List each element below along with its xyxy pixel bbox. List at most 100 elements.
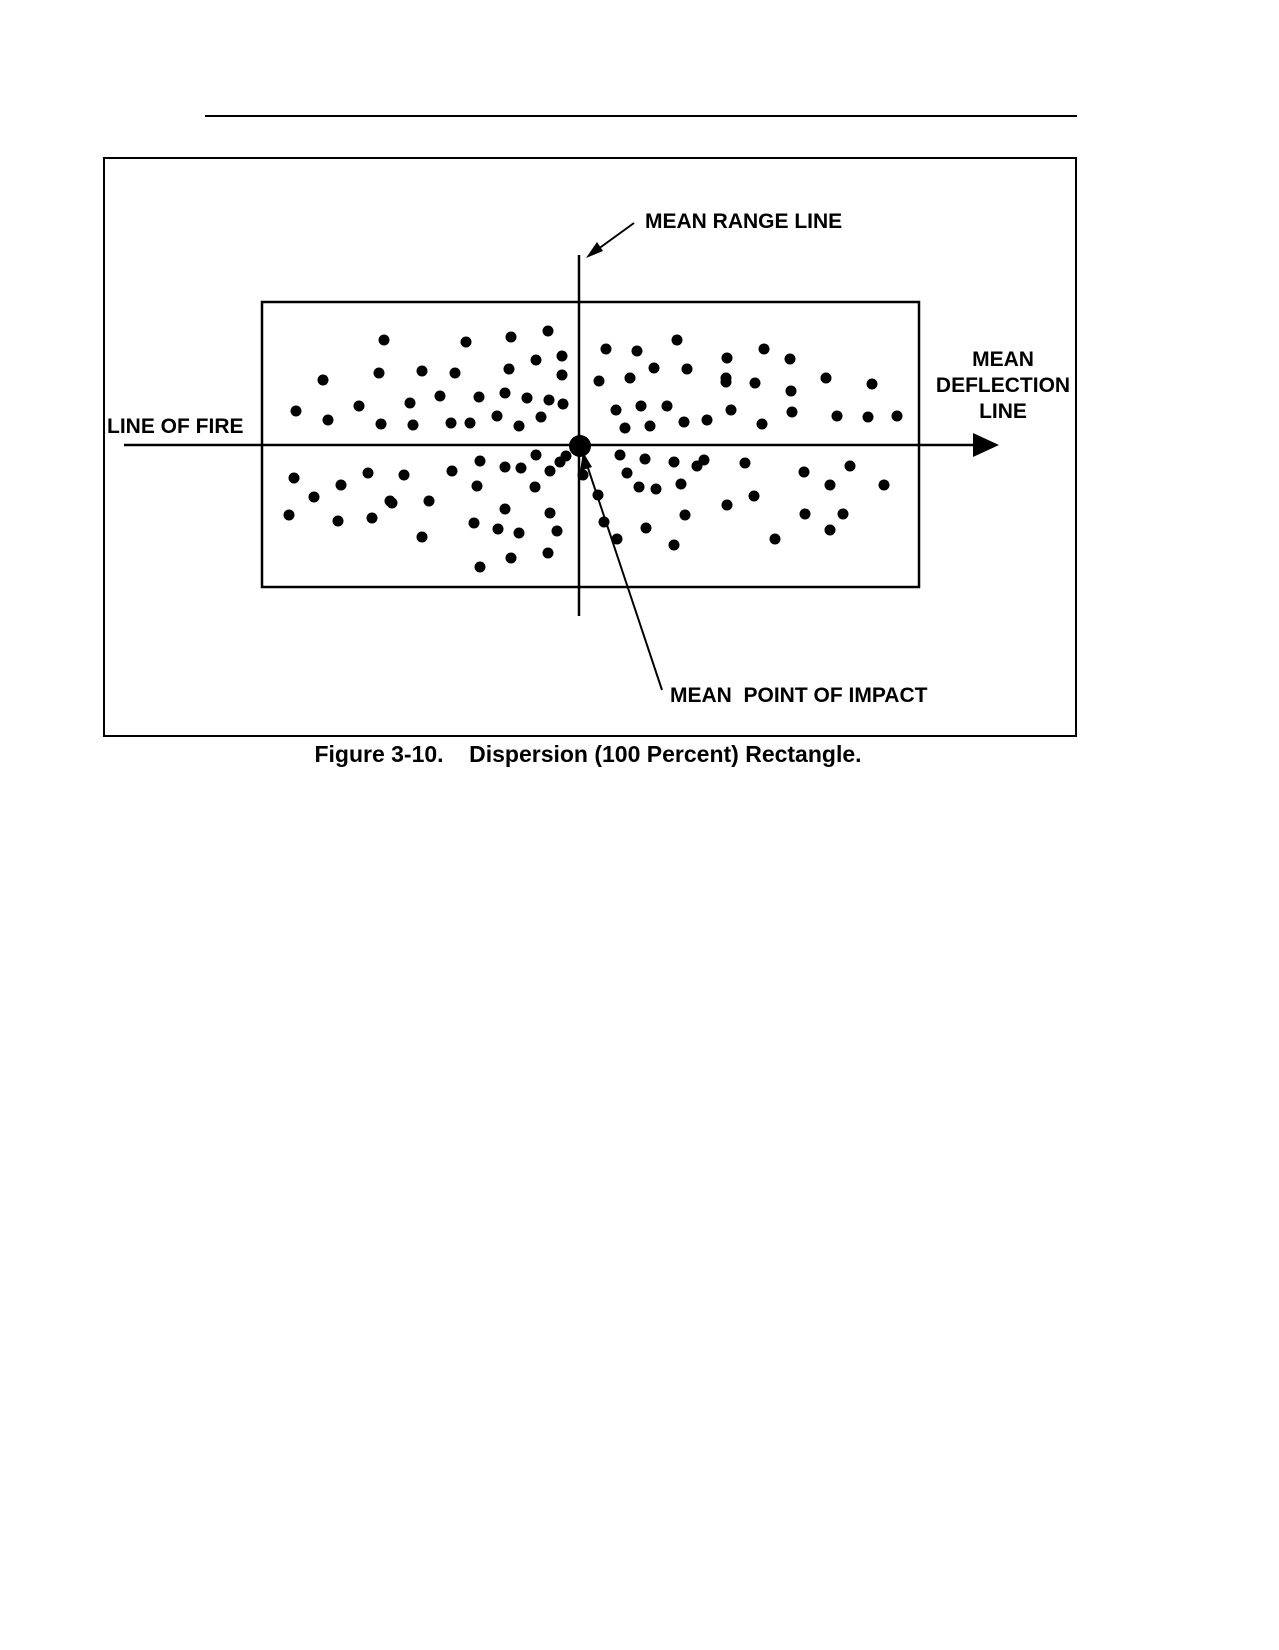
impact-point xyxy=(515,462,527,474)
impact-point xyxy=(679,509,691,521)
impact-point xyxy=(799,508,811,520)
impact-point xyxy=(784,353,796,365)
figure-caption: Figure 3-10. Dispersion (100 Percent) Re… xyxy=(314,741,861,767)
impact-points xyxy=(283,325,903,573)
impact-point xyxy=(631,345,643,357)
impact-point xyxy=(386,497,398,509)
impact-point xyxy=(698,454,710,466)
impact-point xyxy=(464,417,476,429)
impact-point xyxy=(542,325,554,337)
figure-frame xyxy=(103,157,1077,737)
impact-point xyxy=(449,367,461,379)
impact-point xyxy=(373,367,385,379)
mean-point-of-impact-leader-arrowhead xyxy=(580,452,592,471)
impact-point xyxy=(600,343,612,355)
mean-range-line-label: MEAN RANGE LINE xyxy=(645,210,842,233)
impact-point xyxy=(593,375,605,387)
impact-point xyxy=(530,354,542,366)
impact-point xyxy=(521,392,533,404)
impact-point xyxy=(290,405,302,417)
impact-point xyxy=(322,414,334,426)
impact-point xyxy=(423,495,435,507)
impact-point xyxy=(492,523,504,535)
impact-point xyxy=(283,509,295,521)
impact-point xyxy=(633,481,645,493)
impact-point xyxy=(785,385,797,397)
impact-point xyxy=(644,420,656,432)
impact-point xyxy=(749,377,761,389)
impact-point xyxy=(544,507,556,519)
impact-point xyxy=(560,450,572,462)
impact-point xyxy=(317,374,329,386)
impact-point xyxy=(530,449,542,461)
impact-point xyxy=(681,363,693,375)
line-of-fire-label: LINE OF FIRE xyxy=(107,415,244,438)
impact-point xyxy=(474,455,486,467)
impact-point xyxy=(445,417,457,429)
impact-point xyxy=(499,461,511,473)
impact-point xyxy=(624,372,636,384)
impact-point xyxy=(756,418,768,430)
impact-point xyxy=(671,334,683,346)
impact-point xyxy=(407,419,419,431)
impact-point xyxy=(505,331,517,343)
impact-point xyxy=(535,411,547,423)
impact-point xyxy=(721,352,733,364)
impact-point xyxy=(614,449,626,461)
impact-point xyxy=(668,539,680,551)
mean-point-of-impact-marker xyxy=(569,435,591,457)
impact-point xyxy=(837,508,849,520)
impact-point xyxy=(824,479,836,491)
impact-point xyxy=(878,479,890,491)
impact-point xyxy=(404,397,416,409)
impact-point xyxy=(831,410,843,422)
impact-point xyxy=(844,460,856,472)
impact-point xyxy=(473,391,485,403)
impact-point xyxy=(621,467,633,479)
impact-point xyxy=(503,363,515,375)
impact-point xyxy=(556,350,568,362)
impact-point xyxy=(720,372,732,384)
impact-point xyxy=(542,547,554,559)
impact-point xyxy=(378,334,390,346)
impact-point xyxy=(434,390,446,402)
impact-point xyxy=(366,512,378,524)
impact-point xyxy=(416,531,428,543)
impact-point xyxy=(474,561,486,573)
impact-point xyxy=(675,478,687,490)
impact-point xyxy=(577,469,589,481)
impact-point xyxy=(824,524,836,536)
impact-point xyxy=(648,362,660,374)
mean-deflection-line-label-1: MEAN xyxy=(972,348,1034,371)
impact-point xyxy=(468,517,480,529)
impact-point xyxy=(491,410,503,422)
mean-point-of-impact-label: MEAN POINT OF IMPACT xyxy=(670,684,928,707)
impact-point xyxy=(661,400,673,412)
impact-point xyxy=(505,552,517,564)
impact-point xyxy=(551,525,563,537)
impact-point xyxy=(639,453,651,465)
impact-point xyxy=(544,465,556,477)
impact-point xyxy=(619,422,631,434)
impact-point xyxy=(650,483,662,495)
impact-point xyxy=(721,499,733,511)
impact-point xyxy=(611,533,623,545)
impact-point xyxy=(398,469,410,481)
impact-point xyxy=(866,378,878,390)
impact-point xyxy=(668,456,680,468)
impact-point xyxy=(362,467,374,479)
impact-point xyxy=(460,336,472,348)
impact-point xyxy=(798,466,810,478)
impact-point xyxy=(758,343,770,355)
impact-point xyxy=(471,480,483,492)
impact-point xyxy=(288,472,300,484)
mean-deflection-line-label-2: DEFLECTION xyxy=(936,374,1070,397)
impact-point xyxy=(499,387,511,399)
mean-range-line-leader xyxy=(593,222,635,253)
impact-point xyxy=(862,411,874,423)
impact-point xyxy=(678,416,690,428)
impact-point xyxy=(557,398,569,410)
impact-point xyxy=(332,515,344,527)
mean-range-line-leader-arrowhead xyxy=(586,242,603,258)
